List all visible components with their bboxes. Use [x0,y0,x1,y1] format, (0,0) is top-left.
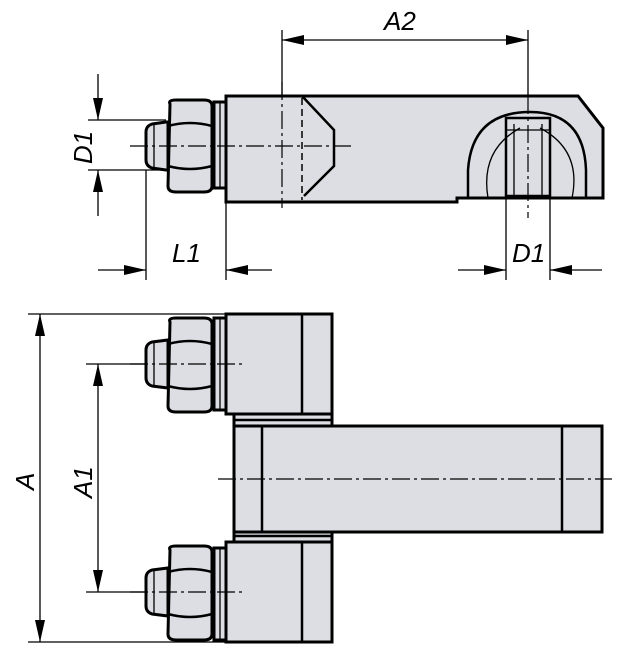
plan-view-upper-stud [144,338,170,390]
plan-view-upper-hex-nut [166,316,214,414]
plan-view [130,312,612,644]
dimension-d1-left-label: D1 [68,131,98,164]
dimension-l1-label: L1 [172,238,201,268]
dimension-d1-left: D1 [68,74,166,216]
side-view-hex-nut-faces [167,121,213,171]
dimension-a2-label: A2 [382,6,416,36]
dimension-a2: A2 [281,6,529,96]
dimension-d1-right-label: D1 [512,238,545,268]
plan-view-lower-stud [144,566,170,618]
side-view-stud [144,120,170,172]
side-view-bevel [301,95,336,197]
dimension-a1-label: A1 [68,466,98,500]
side-view-body [224,94,605,204]
dimension-d1-right: D1 [458,196,602,280]
plan-view-upper-block [224,312,334,416]
side-view-pocket [466,110,588,198]
side-view [130,82,605,218]
dimension-a-label: A [10,473,40,492]
dimension-a1: A1 [68,363,146,593]
dimension-l1: L1 [98,170,272,280]
side-view-pocket-inner [486,127,575,199]
dimension-a: A [10,313,228,643]
plan-view-lower-hex-nut [166,544,214,642]
